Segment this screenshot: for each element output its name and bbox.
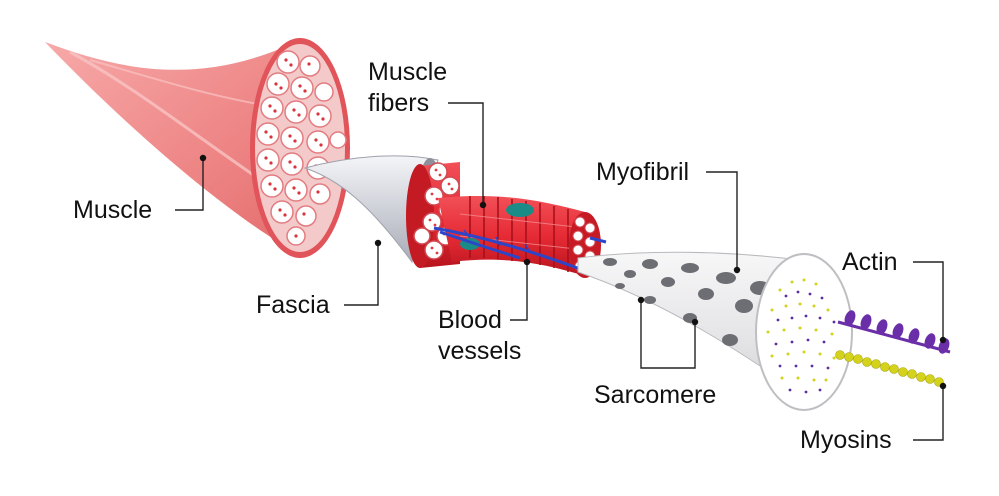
label-fascia: Fascia bbox=[256, 291, 330, 319]
myofibril-shape bbox=[577, 251, 853, 411]
leader-lines bbox=[175, 102, 944, 441]
label-actin: Actin bbox=[842, 248, 898, 276]
label-muscle-fibers-line2: fibers bbox=[368, 89, 430, 117]
label-muscle-fibers-line1: Muscle bbox=[368, 58, 448, 86]
leader-myosins bbox=[913, 386, 944, 441]
leader-dots bbox=[199, 154, 947, 390]
leader-fascia bbox=[344, 243, 379, 306]
myofibril-filament-dots bbox=[766, 278, 836, 382]
actin-filament bbox=[837, 310, 951, 354]
leader-muscle-fibers bbox=[448, 102, 484, 205]
muscle-fiber-bundle bbox=[438, 195, 601, 278]
label-sarcomere: Sarcomere bbox=[594, 381, 717, 409]
label-myosins: Myosins bbox=[800, 426, 892, 454]
leader-blood-vessels bbox=[510, 262, 528, 321]
leader-sarcomere bbox=[640, 300, 696, 369]
muscle-shape bbox=[45, 38, 350, 258]
muscle-fascicles bbox=[256, 50, 347, 246]
blood-vessels bbox=[433, 226, 607, 274]
label-myofibril: Myofibril bbox=[596, 158, 690, 186]
leader-muscle bbox=[175, 158, 204, 211]
leader-actin bbox=[913, 261, 944, 340]
myosin-filament bbox=[835, 350, 944, 387]
label-blood-vessels-line2: vessels bbox=[438, 337, 522, 365]
label-blood-vessels-line1: Blood bbox=[438, 306, 502, 334]
label-muscle: Muscle bbox=[73, 196, 153, 224]
leader-myofibril bbox=[706, 171, 738, 270]
